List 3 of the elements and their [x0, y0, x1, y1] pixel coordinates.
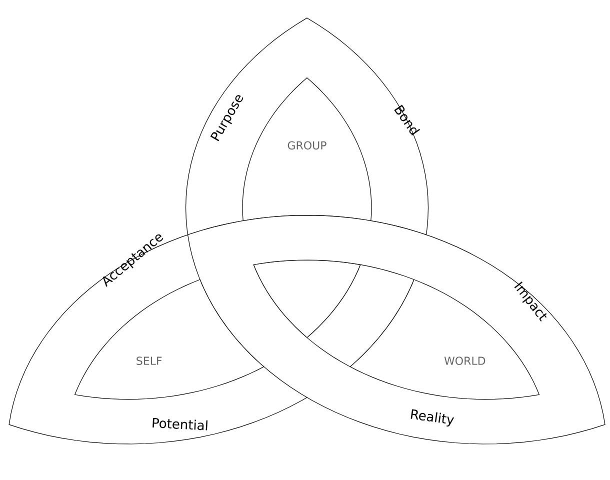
region-label: GROUP	[288, 141, 326, 150]
region-label: WORLD	[444, 356, 486, 365]
region-label: SELF	[136, 356, 162, 365]
